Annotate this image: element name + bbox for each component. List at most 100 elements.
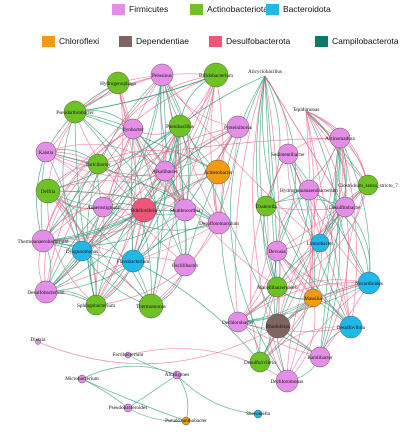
node-circle[interactable]: [35, 141, 57, 163]
node-proteiniborus[interactable]: Proteiniborus: [224, 115, 252, 139]
node-paenibacillus[interactable]: Paenibacillus: [166, 114, 194, 138]
node-pseudoxanthobacter[interactable]: Pseudoxanthobacter: [165, 416, 207, 426]
node-delftia[interactable]: Delftia: [35, 178, 61, 204]
node-dechloromonas[interactable]: Dechloromonas: [271, 369, 304, 393]
node-circle[interactable]: [173, 198, 197, 222]
node-microbacterium[interactable]: Microbacterium: [65, 374, 99, 384]
node-circle[interactable]: [131, 197, 157, 223]
node-flavobacterium[interactable]: Flavobacterium: [117, 249, 150, 273]
node-circle[interactable]: [150, 63, 174, 87]
node-dechlorobacter[interactable]: Dechlorobacter: [222, 311, 254, 333]
node-circle[interactable]: [35, 178, 61, 204]
node-bdellovibrio[interactable]: Bdellovibrio: [131, 197, 158, 223]
node-circle[interactable]: [123, 403, 133, 413]
node-circle[interactable]: [265, 313, 291, 339]
node-circle[interactable]: [121, 249, 145, 273]
node-desulfovibrio[interactable]: Desulfovibrio: [337, 315, 366, 339]
node-circle[interactable]: [298, 179, 320, 201]
node-circle[interactable]: [138, 293, 164, 319]
node-alicyclobacillus[interactable]: Alicyclobacillus: [248, 69, 282, 75]
node-kaistia[interactable]: Kaistia: [35, 141, 57, 163]
node-desulfotomaculum[interactable]: Desulfotomaculum: [199, 211, 239, 235]
node-circle[interactable]: [87, 153, 109, 175]
node-alcaligenes[interactable]: Alcaligenes: [165, 370, 190, 380]
node-label: Shuttleworthia: [170, 208, 201, 214]
node-circle[interactable]: [181, 416, 191, 426]
node-desulfitobacter[interactable]: Desulfitobacter: [329, 196, 361, 218]
node-circle[interactable]: [106, 71, 130, 95]
node-bifidobacterium[interactable]: Bifidobacterium: [199, 62, 233, 88]
node-thermoanaerobacterium[interactable]: Thermoanaerobacterium: [18, 229, 69, 253]
node-circle[interactable]: [173, 253, 197, 277]
node-ilyobacter[interactable]: Ilyobacter: [122, 118, 144, 140]
node-circle[interactable]: [122, 118, 144, 140]
node-ferribacterium[interactable]: Ferribacterium: [113, 351, 144, 359]
node-circle[interactable]: [310, 233, 330, 253]
node-acinetobacter[interactable]: Acinetobacter: [203, 159, 233, 185]
node-circle[interactable]: [92, 196, 114, 218]
node-circle[interactable]: [227, 311, 249, 333]
edge-negative: [319, 137, 347, 244]
node-circle[interactable]: [154, 160, 176, 182]
node-circle[interactable]: [255, 195, 277, 217]
node-label: Sphingobacterium: [77, 303, 115, 309]
node-circle[interactable]: [303, 288, 323, 308]
node-circle[interactable]: [266, 240, 288, 262]
node-circle[interactable]: [277, 143, 299, 165]
node-anaerostignum[interactable]: Anaerostignum: [87, 196, 119, 218]
node-clostridium-sensu-stricto-7[interactable]: Clostridium_sensu_stricto_7: [338, 174, 398, 196]
node-circle[interactable]: [77, 374, 87, 384]
node-turicibacter[interactable]: Turicibacter: [85, 153, 111, 175]
node-circle[interactable]: [35, 339, 41, 345]
node-hydrogenoanaerobacterium[interactable]: Hydrogenoanaerobacterium: [280, 179, 338, 201]
node-circle[interactable]: [85, 294, 107, 316]
node-sphingobacterium[interactable]: Sphingobacterium: [77, 294, 115, 316]
node-circle[interactable]: [226, 115, 250, 139]
node-circle[interactable]: [357, 174, 379, 196]
node-circle[interactable]: [124, 351, 132, 359]
node-circle[interactable]: [334, 196, 356, 218]
node-circle[interactable]: [266, 276, 288, 298]
node-massilia[interactable]: Massilia: [303, 288, 323, 308]
node-devosia[interactable]: Devosia: [266, 240, 288, 262]
node-nocardioides[interactable]: Nocardioides: [355, 271, 383, 295]
node-circle[interactable]: [168, 114, 192, 138]
node-circle[interactable]: [205, 159, 231, 185]
node-circle[interactable]: [207, 211, 231, 235]
node-circle[interactable]: [34, 280, 58, 304]
node-circle[interactable]: [339, 315, 363, 339]
node-circle[interactable]: [357, 271, 381, 295]
node-dietzia[interactable]: Dietzia: [31, 337, 47, 345]
node-hydrogenophaga[interactable]: Hydrogenophaga: [100, 71, 137, 95]
node-circle[interactable]: [329, 127, 351, 149]
node-shewanella[interactable]: Shewanella: [246, 409, 271, 419]
node-alkalibacter[interactable]: Alkalibacter: [152, 160, 178, 182]
node-tepidimonas[interactable]: Tepidimonas: [293, 107, 320, 113]
node-circle[interactable]: [203, 62, 229, 88]
node-thermomonas[interactable]: Thermomonas: [136, 293, 166, 319]
node-dysgonomonas[interactable]: Dysgonomonas: [66, 240, 98, 262]
node-circle[interactable]: [249, 351, 271, 373]
node-macellibacteroides[interactable]: Macellibacteroides: [257, 276, 297, 298]
node-actinomadura[interactable]: Actinomadura: [325, 127, 356, 149]
node-circle[interactable]: [71, 240, 93, 262]
node-circle[interactable]: [63, 100, 87, 124]
node-ramlibacter[interactable]: Ramlibacter: [307, 346, 333, 368]
node-circle[interactable]: [172, 370, 182, 380]
node-pseudarthrobacter[interactable]: Pseudarthrobacter: [56, 100, 94, 124]
node-pseudobacteroides[interactable]: Pseudobacteroides: [109, 403, 148, 413]
node-pelosinus[interactable]: Pelosinus: [150, 63, 174, 87]
node-desulfurivibrio[interactable]: Desulfurivibrio: [244, 351, 276, 373]
node-desulfobacterium[interactable]: Desulfobacterium: [27, 280, 65, 304]
node-circle[interactable]: [31, 229, 55, 253]
node-circle[interactable]: [309, 346, 331, 368]
node-circle[interactable]: [253, 409, 263, 419]
node-oscillibacter[interactable]: Oscillibacter: [172, 253, 199, 277]
node-limnobacter[interactable]: Limnobacter: [307, 233, 334, 253]
legend-label-act: Actinobacteriota: [207, 4, 268, 14]
node-circle[interactable]: [275, 369, 299, 393]
node-shuttleworthia[interactable]: Shuttleworthia: [170, 198, 201, 222]
node-rhodoferax[interactable]: Rhodoferax: [265, 313, 291, 339]
node-tissierella[interactable]: Tissierella: [255, 195, 277, 217]
node-sedimentibacter[interactable]: Sedimentibacter: [271, 143, 305, 165]
